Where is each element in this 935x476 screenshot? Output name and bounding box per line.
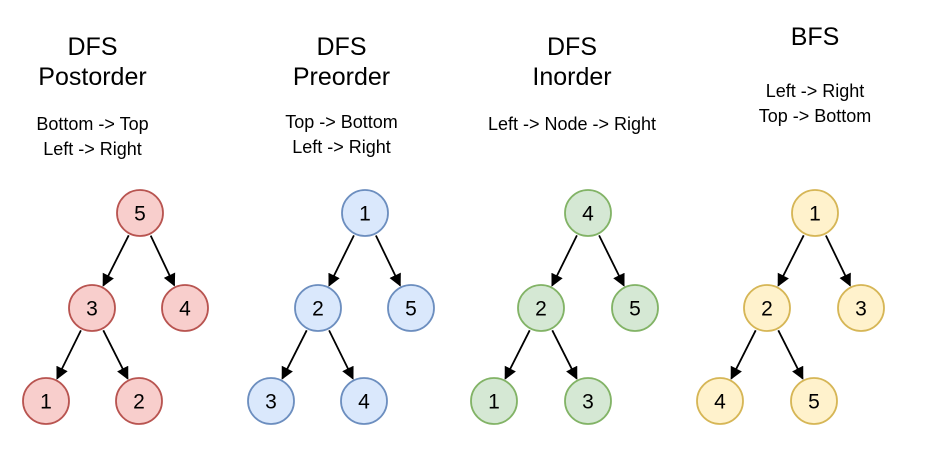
panel-title: DFS Inorder [532,33,612,91]
node-circle [611,284,659,332]
tree-node: 4 [340,377,388,425]
tree-diagram: 5 3 4 1 2 [22,189,209,425]
node-circle [470,377,518,425]
panel-title: DFS Postorder [38,33,147,91]
node-label: 3 [265,391,277,414]
tree-edge [825,235,851,287]
tree-diagram: 4 2 5 1 3 [470,189,659,425]
node-circle [115,377,163,425]
tree-edge [730,329,757,380]
tree-node: 2 [294,284,342,332]
node-label: 1 [809,203,821,226]
node-label: 4 [582,203,594,226]
node-label: 2 [761,298,773,321]
tree-node: 2 [517,284,565,332]
tree-node: 5 [116,189,164,237]
tree-node: 5 [611,284,659,332]
tree-node: 4 [696,377,744,425]
node-label: 4 [358,391,370,414]
node-circle [68,284,116,332]
tree-edge [504,329,531,380]
panel-subtitle: Left -> Node -> Right [487,114,657,134]
node-label: 4 [714,391,726,414]
panel-bfs: BFS Left -> Right Top -> Bottom 1 2 3 4 5 [696,0,910,476]
tree-edge [375,235,401,287]
node-circle [564,189,612,237]
node-circle [517,284,565,332]
node-label: 5 [629,298,641,321]
tree-edge [328,330,354,380]
node-label: 3 [86,298,98,321]
panel-subtitle: Top -> Bottom Left -> Right [285,112,398,157]
node-circle [294,284,342,332]
panel-dfs-preorder: DFS Preorder Top -> Bottom Left -> Right… [247,0,435,476]
node-label: 2 [133,391,145,414]
node-label: 3 [582,391,594,414]
tree-node: 5 [387,284,435,332]
tree-node: 2 [115,377,163,425]
panel-title: BFS [790,23,840,51]
tree-node: 2 [743,284,791,332]
tree-edge [551,329,578,380]
tree-edge [777,329,804,380]
node-circle [247,377,295,425]
node-label: 5 [808,391,820,414]
panel-subtitle: Bottom -> Top Left -> Right [36,114,149,159]
tree-diagram: 1 2 3 4 5 [696,189,885,425]
tree-edge [328,235,355,287]
panel-dfs-inorder: DFS Inorder Left -> Node -> Right 4 2 5 1 3 [470,0,672,476]
node-circle [696,377,744,425]
tree-node: 3 [837,284,885,332]
node-circle [791,189,839,237]
tree-node: 1 [791,189,839,237]
node-circle [837,284,885,332]
node-label: 5 [405,298,417,321]
panel-title: DFS Preorder [292,33,391,91]
node-label: 1 [488,391,500,414]
node-label: 4 [179,298,191,321]
tree-edge [56,330,82,380]
tree-node: 1 [470,377,518,425]
node-circle [790,377,838,425]
node-label: 1 [359,203,371,226]
tree-edge [102,329,129,380]
tree-node: 5 [790,377,838,425]
node-circle [743,284,791,332]
tree-node: 3 [564,377,612,425]
node-circle [340,377,388,425]
tree-node: 4 [161,284,209,332]
tree-edge [102,234,130,287]
tree-node: 3 [247,377,295,425]
panel-subtitle: Left -> Right Top -> Bottom [758,81,872,126]
node-label: 1 [40,391,52,414]
tree-edge [551,235,578,287]
tree-diagram: 1 2 5 3 4 [247,189,435,425]
tree-edge [777,234,805,287]
tree-node: 3 [68,284,116,332]
tree-node: 4 [564,189,612,237]
node-circle [116,189,164,237]
node-label: 3 [855,298,867,321]
tree-edge [281,329,308,380]
tree-node: 1 [341,189,389,237]
tree-node: 1 [22,377,70,425]
node-label: 2 [535,298,547,321]
node-circle [564,377,612,425]
tree-edge [598,235,625,287]
tree-edge [149,235,176,287]
node-circle [161,284,209,332]
node-circle [341,189,389,237]
node-circle [22,377,70,425]
node-label: 5 [134,203,146,226]
panel-dfs-postorder: DFS Postorder Bottom -> Top Left -> Righ… [0,0,209,476]
node-circle [387,284,435,332]
node-label: 2 [312,298,324,321]
